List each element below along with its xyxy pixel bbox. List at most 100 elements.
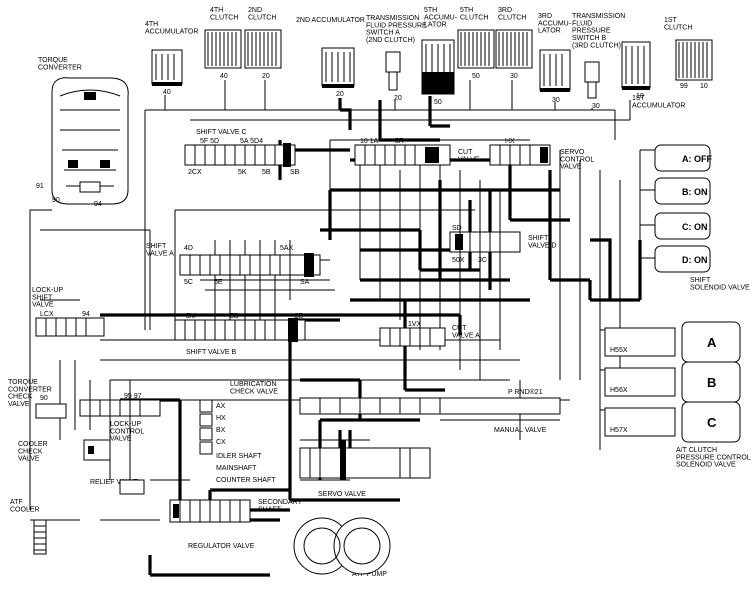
svg-text:20: 20 [262,73,270,80]
svg-text:5C: 5C [184,279,193,286]
pc-solenoid-b-label: B [707,375,716,390]
relief-label: RELIEF VALVE [90,479,138,486]
svg-text:20: 20 [336,91,344,98]
shift-valve-b-label: SHIFT VALVE B [186,349,237,356]
relief-valve: RELIEF VALVE [90,479,145,495]
svg-text:SB: SB [294,313,304,320]
svg-text:LCX: LCX [40,311,54,318]
svg-text:SD: SD [452,225,462,232]
svg-text:BX: BX [216,427,226,434]
solenoid-d: D: ON [654,245,711,273]
svg-text:50: 50 [434,99,442,106]
svg-text:5D: 5D [230,313,239,320]
atf-pump-label: ATF PUMP [352,571,387,578]
svg-text:10 1A: 10 1A [360,138,379,145]
atf-pump: ATF PUMP [293,517,391,578]
svg-text:90: 90 [52,197,60,204]
pc-solenoid-a: A H55X [604,321,741,363]
svg-text:H55X: H55X [610,347,628,354]
manual-valve: MANUAL VALVE P RND®21 [299,388,561,434]
svg-text:5E: 5E [214,279,223,286]
svg-text:5R: 5R [395,138,404,145]
manual-positions: P RND®21 [508,388,543,396]
svg-text:30: 30 [552,97,560,104]
svg-text:MAINSHAFT: MAINSHAFT [216,465,257,472]
shift-valve-b: SHIFT VALVE B 5M 5D SB [174,313,306,356]
svg-text:4D: 4D [184,245,193,252]
svg-text:5F 5D: 5F 5D [200,138,219,145]
svg-text:1VX: 1VX [408,321,422,328]
pc-solenoid-b: B H56X [604,361,741,403]
pc-solenoid-a-label: A [707,335,717,350]
pc-solenoid-c: C H57X [604,401,741,443]
servo-valve: SERVO VALVE [299,440,431,498]
regulator-label: REGULATOR VALVE [188,543,255,550]
solenoid-b-label: B: ON [682,187,708,197]
svg-text:90: 90 [40,395,48,402]
shift-valve-c-label: SHIFT VALVE C [196,129,247,136]
svg-text:3C: 3C [478,257,487,264]
svg-text:SA: SA [300,279,310,286]
svg-text:40: 40 [163,89,171,96]
servo-valve-label: SERVO VALVE [318,491,366,498]
svg-text:5A 5D4: 5A 5D4 [240,138,263,145]
svg-text:10: 10 [636,93,644,100]
solenoid-c: C: ON [654,212,711,240]
svg-text:COUNTER SHAFT: COUNTER SHAFT [216,477,276,484]
solenoid-a-label: A: OFF [682,154,712,164]
solenoid-a: A: OFF [654,144,712,172]
solenoid-d-label: D: ON [682,255,708,265]
svg-text:HX: HX [216,415,226,422]
svg-text:91: 91 [36,183,44,190]
shift-valve-c: SHIFT VALVE C 5F 5D 5A 5D4 2CX 5K 5B SB [184,129,300,176]
svg-text:5B: 5B [262,169,271,176]
manual-valve-label: MANUAL VALVE [494,427,547,434]
svg-text:50: 50 [472,73,480,80]
svg-text:30: 30 [592,103,600,110]
svg-text:94: 94 [82,311,90,318]
svg-text:AX: AX [216,403,226,410]
svg-text:IDLER SHAFT: IDLER SHAFT [216,453,262,460]
svg-text:95 97: 95 97 [124,393,142,400]
solenoid-b: B: ON [654,177,711,205]
